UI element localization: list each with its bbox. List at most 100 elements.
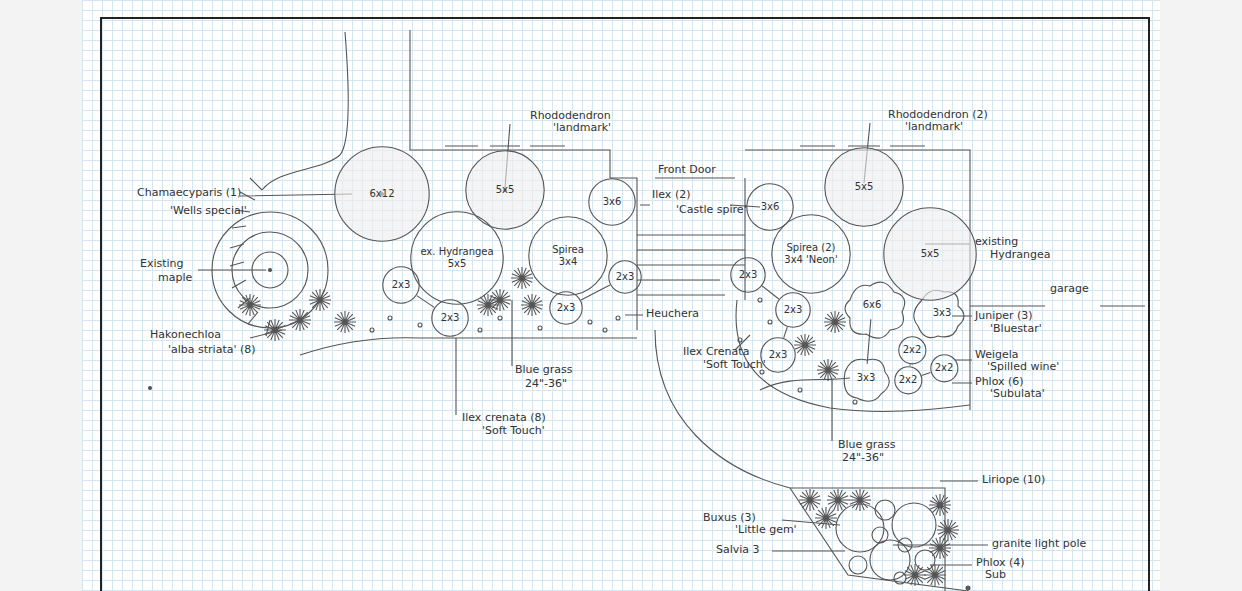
plant-label: 'Soft Touch'	[482, 425, 545, 437]
gravel-dot	[758, 298, 762, 302]
leader-connector	[762, 286, 779, 299]
gravel-dot	[738, 338, 742, 342]
plant-label: 'Subulata'	[990, 388, 1045, 400]
plant-circle: 5x5	[883, 207, 977, 301]
plant-label: Liriope (10)	[982, 474, 1045, 486]
leader-connector	[909, 364, 910, 366]
gravel-dot	[498, 316, 502, 320]
grass-symbol	[309, 289, 331, 311]
plant-label: Chamaecyparis (1)	[137, 187, 241, 199]
plant-spread	[761, 338, 795, 372]
plant-size: Spirea	[552, 244, 584, 256]
plant-size: 2x2	[903, 344, 922, 356]
shrub-outline	[844, 359, 889, 401]
plant-label: Hydrangea	[990, 249, 1051, 261]
plant-circle: 2x3	[431, 299, 469, 337]
plant-circle: Spirea (2)3x4 'Neon'	[771, 214, 851, 294]
leader-connector	[784, 327, 788, 338]
gravel-dot	[798, 388, 802, 392]
plant-spread	[466, 151, 544, 229]
buxus-circle	[894, 572, 906, 584]
gravel-dot	[370, 328, 374, 332]
plant-size: 5x5	[448, 258, 467, 270]
plant-circle: 2x3	[775, 292, 811, 328]
plant-label: 24"-36"	[525, 378, 567, 390]
leader-line	[198, 123, 988, 565]
plant-spread	[529, 217, 607, 295]
plant-size: 3x4 'Neon'	[784, 254, 837, 266]
grass-symbol	[904, 564, 926, 586]
plant-spread	[772, 215, 850, 293]
bed-edge	[262, 32, 348, 190]
plant-spread	[411, 212, 503, 304]
buxus-circle	[892, 503, 936, 547]
plant-label: 'landmark'	[553, 122, 611, 134]
leader-connector	[581, 285, 610, 300]
gravel-dot	[478, 328, 482, 332]
plant-label: Blue grass	[515, 364, 573, 376]
plant-label: 'Bluestar'	[990, 323, 1042, 335]
grass-symbol	[929, 494, 951, 516]
sheet-frame	[100, 17, 1150, 591]
grass-symbol	[511, 267, 533, 289]
grass-symbol	[239, 294, 261, 316]
plant-size: 2x3	[616, 271, 635, 283]
plant-size: 2x3	[557, 302, 576, 314]
plant-circle: 3x6	[588, 178, 636, 226]
leader-connector	[417, 296, 434, 308]
plant-label: 'Spilled wine'	[987, 361, 1059, 373]
grass-symbol	[815, 507, 837, 529]
grass-symbol	[849, 489, 871, 511]
plant-label: Heuchera	[646, 308, 699, 320]
plant-label: Existing	[140, 258, 184, 270]
plant-label: Sub	[985, 569, 1006, 581]
plant-label: Blue grass	[838, 439, 896, 451]
plant-circle: 2x3	[549, 291, 583, 325]
grass-symbol	[924, 564, 946, 586]
gravel-dot	[853, 400, 857, 404]
chamaecyparis-symbol	[230, 178, 270, 336]
stray-dot	[149, 387, 152, 390]
plant-spread	[589, 179, 635, 225]
gravel-dot	[616, 316, 620, 320]
walkway	[790, 488, 968, 591]
garage-wall	[970, 305, 1145, 306]
buxus-circle	[849, 556, 867, 574]
bed-edge	[736, 300, 970, 411]
plant-size: 6x6	[863, 299, 882, 311]
plant-size: 2x3	[739, 269, 758, 281]
buxus-circle	[875, 500, 895, 520]
plant-label: 'landmark'	[905, 121, 963, 133]
plant-size: 2x2	[899, 374, 918, 386]
plant-label: Hakonechloa	[150, 329, 221, 341]
grass-symbol	[799, 489, 821, 511]
plant-spread	[898, 336, 925, 363]
plant-size: ex. Hydrangea	[420, 246, 493, 258]
plant-size: 5x5	[921, 248, 940, 260]
gravel-dot	[388, 316, 392, 320]
grass-symbol	[817, 359, 839, 381]
grid-paper	[82, 0, 1160, 591]
plant-label: 'Wells special'	[170, 205, 247, 217]
plant-circle: 2x3	[730, 257, 766, 293]
grass-symbol	[794, 334, 816, 356]
gravel-dot	[538, 326, 542, 330]
buxus-circle	[898, 538, 912, 552]
plant-label: Salvia 3	[716, 544, 760, 556]
plant-size: 6x12	[369, 188, 394, 200]
plant-label: Juniper (3)	[975, 310, 1033, 322]
leader-connector	[867, 319, 871, 363]
plant-spread	[432, 300, 468, 336]
grass-symbol	[521, 294, 543, 316]
plant-size: 3x4	[559, 256, 578, 268]
light-pole	[966, 586, 970, 590]
front-door-line	[655, 177, 735, 178]
plant-label: 24"-36"	[842, 452, 884, 464]
plant-spread	[894, 366, 921, 393]
plant-circle: 3x3	[852, 364, 881, 393]
plant-spread	[550, 292, 582, 324]
plant-spread	[731, 258, 765, 292]
plant-circle: 2x2	[930, 354, 959, 383]
plant-label: existing	[975, 236, 1018, 248]
plant-label: Rhododendron (2)	[888, 109, 988, 121]
